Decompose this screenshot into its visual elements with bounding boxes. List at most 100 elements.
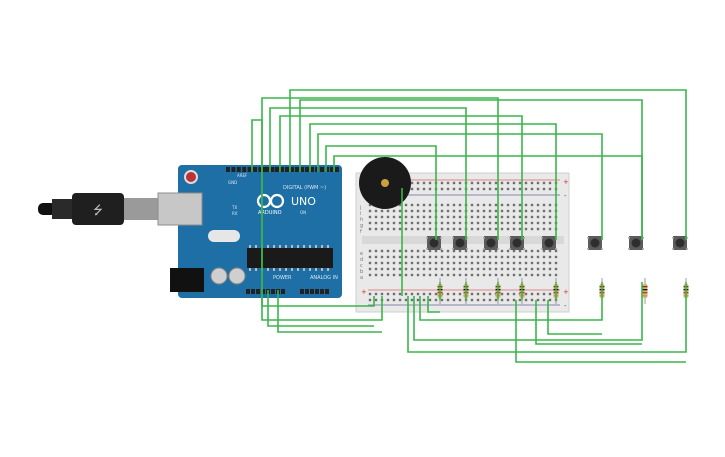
button-leg [686,248,688,250]
breadboard-hole [410,261,414,265]
piezo-buzzer[interactable] [359,157,411,209]
rx-label: RX [232,211,238,216]
breadboard-hole [380,273,384,277]
breadboard-hole [512,221,516,225]
chip-pin [285,245,287,248]
breadboard-hole [380,292,384,296]
header-pin [325,289,329,294]
breadboard-hole [518,298,522,302]
breadboard-hole [464,261,468,265]
breadboard-hole [506,209,510,213]
breadboard-hole [524,187,528,191]
push-button[interactable] [509,236,525,250]
breadboard-hole [518,273,522,277]
breadboard-hole [386,215,390,219]
breadboard-hole [458,221,462,225]
header-pin [305,167,309,172]
breadboard-hole [542,187,546,191]
reset-button[interactable] [184,170,198,184]
breadboard-hole [488,255,492,259]
breadboard-hole [518,187,522,191]
breadboard-hole [392,227,396,231]
wire [515,300,686,363]
row-letter: b [360,269,363,275]
breadboard-hole [548,255,552,259]
breadboard-hole [494,221,498,225]
push-button[interactable] [672,236,688,250]
breadboard-hole [368,261,372,265]
breadboard-hole [416,261,420,265]
chip-pin [255,245,257,248]
breadboard-hole [404,203,408,207]
breadboard-hole [494,227,498,231]
wire [333,155,643,240]
push-button[interactable] [541,236,557,250]
breadboard-hole [428,273,432,277]
breadboard-hole [374,273,378,277]
breadboard-hole [530,187,534,191]
breadboard-hole [506,203,510,207]
usb-cable-icon: ⭍ [38,193,158,225]
header-pin [320,167,324,172]
breadboard-hole [386,255,390,259]
breadboard-hole [452,267,456,271]
chip-pin [279,268,281,271]
breadboard-hole [482,255,486,259]
breadboard-hole [506,187,510,191]
header-pin [300,289,304,294]
breadboard-hole [476,209,480,213]
breadboard-hole [446,221,450,225]
power-jack [170,268,204,292]
breadboard-hole [452,261,456,265]
breadboard-hole [452,209,456,213]
breadboard-hole [422,255,426,259]
chip-pin [327,268,329,271]
breadboard-hole [428,292,432,296]
breadboard-hole [518,267,522,271]
push-button[interactable] [628,236,644,250]
resistor[interactable] [642,278,648,304]
push-button[interactable] [483,236,499,250]
breadboard-hole [446,292,450,296]
microcontroller-chip [247,248,333,268]
resistor-band [642,292,648,294]
buzzer-center [381,179,389,187]
breadboard-hole [452,181,456,185]
breadboard-hole [398,261,402,265]
breadboard-hole [500,215,504,219]
push-button[interactable] [426,236,442,250]
breadboard-hole [368,255,372,259]
button-cap [429,238,439,248]
breadboard-hole [542,221,546,225]
rail-plus-bottom-left: + [361,288,367,296]
push-button[interactable] [452,236,468,250]
breadboard-hole [470,298,474,302]
wire [419,296,603,321]
breadboard-hole [542,292,546,296]
breadboard-hole [398,203,402,207]
header-pin [320,289,324,294]
breadboard-hole [416,273,420,277]
chip-pin [255,268,257,271]
wire [269,107,467,240]
header-pin [335,167,339,172]
breadboard-hole [368,298,372,302]
breadboard-hole [494,181,498,185]
breadboard-hole [368,292,372,296]
breadboard-hole [380,267,384,271]
button-leg [587,248,589,250]
button-leg [541,237,543,239]
breadboard-hole [482,261,486,265]
chip-pin [291,268,293,271]
breadboard-hole [542,181,546,185]
button-cap [675,238,685,248]
breadboard-hole [488,203,492,207]
header-pin [246,289,250,294]
header-pin [261,289,265,294]
breadboard-hole [554,249,558,253]
push-button[interactable] [587,236,603,250]
breadboard-hole [506,292,510,296]
button-cap [486,238,496,248]
wire [535,300,642,345]
breadboard-hole [470,267,474,271]
